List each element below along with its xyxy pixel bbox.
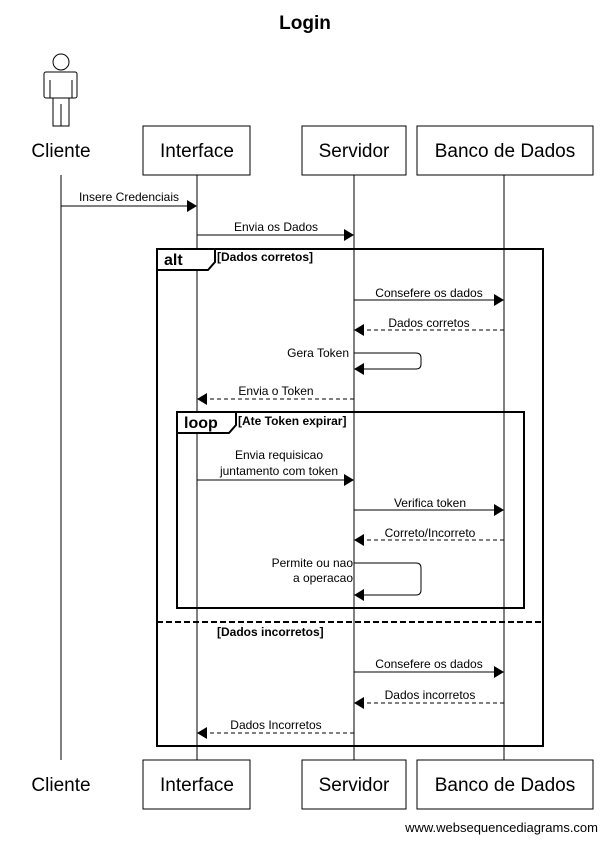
loop-guard: [Ate Token expirar] [238,414,346,428]
svg-text:Consefere os dados: Consefere os dados [375,657,482,671]
message-permite-operacao: Permite ou nao a operacao [272,556,422,601]
svg-text:Servidor: Servidor [319,141,390,162]
message-gera-token: Gera Token [287,346,422,375]
loop-label: loop [184,415,218,432]
message-verifica-token: Verifica token [354,496,504,516]
participant-cliente-bottom: Cliente [31,775,90,796]
svg-text:Interface: Interface [160,775,234,796]
svg-text:Servidor: Servidor [319,775,390,796]
participant-servidor-top: Servidor [301,125,407,176]
diagram-title: Login [279,13,331,34]
participant-servidor-bottom: Servidor [301,759,407,810]
participant-interface-bottom: Interface [142,759,251,810]
svg-text:Consefere os dados: Consefere os dados [375,286,482,300]
svg-text:Envia o Token: Envia o Token [238,384,313,398]
alt-guard: [Dados corretos] [217,250,313,264]
alt-label: alt [164,252,183,269]
alt-frame-tab [156,248,216,271]
participant-interface-top: Interface [142,125,251,176]
message-consefere-dados-1: Consefere os dados [354,286,504,306]
svg-text:Banco de Dados: Banco de Dados [435,775,576,796]
svg-text:Dados Incorretos: Dados Incorretos [230,718,321,732]
alt-frame [156,248,544,747]
participant-cliente-top: Cliente [31,141,90,162]
svg-text:Banco de Dados: Banco de Dados [435,141,576,162]
svg-text:Verifica token: Verifica token [394,496,466,510]
svg-text:juntamento com token: juntamento com token [219,464,338,478]
svg-text:a operacao: a operacao [293,571,353,585]
svg-text:Dados corretos: Dados corretos [388,316,469,330]
loop-frame [176,411,525,609]
message-dados-corretos: Dados corretos [354,316,504,336]
svg-text:Dados incorretos: Dados incorretos [385,688,476,702]
svg-text:Permite ou nao: Permite ou nao [272,556,354,570]
participant-banco-bottom: Banco de Dados [416,759,594,810]
message-correto-incorreto: Correto/Incorreto [354,526,504,546]
message-consefere-dados-2: Consefere os dados [354,657,504,678]
svg-text:Interface: Interface [160,141,234,162]
loop-frame-tab [176,411,237,434]
credit-link[interactable]: www.websequencediagrams.com [404,820,598,835]
svg-text:Envia requisicao: Envia requisicao [235,448,323,462]
message-insere-credenciais: Insere Credenciais [61,190,197,212]
svg-text:Insere Credenciais: Insere Credenciais [79,190,179,204]
message-dados-incorretos: Dados incorretos [354,688,504,709]
svg-text:Gera Token: Gera Token [287,346,349,360]
svg-text:Correto/Incorreto: Correto/Incorreto [385,526,476,540]
else-guard: [Dados incorretos] [217,625,324,639]
message-dados-incorretos-interface: Dados Incorretos [197,718,354,739]
svg-text:Envia os Dados: Envia os Dados [234,220,318,234]
participant-banco-top: Banco de Dados [416,125,594,176]
message-envia-token: Envia o Token [197,384,354,405]
message-envia-requisicao: Envia requisicao juntamento com token [197,448,354,486]
message-envia-dados: Envia os Dados [197,220,354,241]
actor-icon [43,53,78,127]
